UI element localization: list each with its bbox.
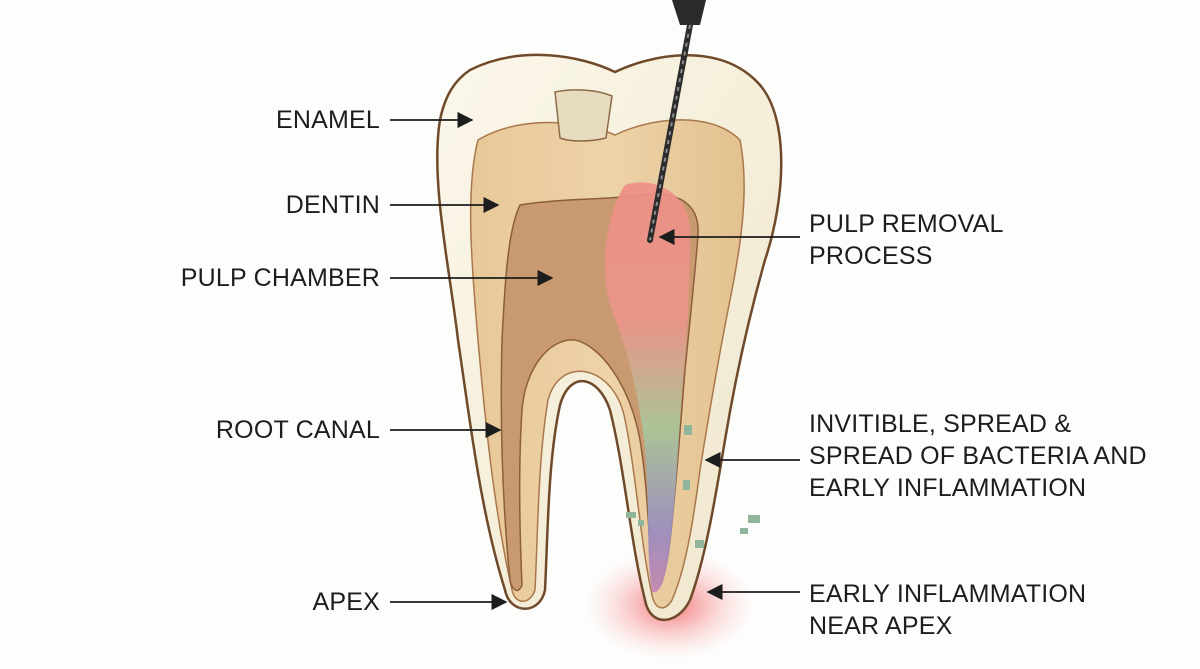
bacteria-specks xyxy=(626,425,760,548)
label-bacteria-line1: INVITIBLE, SPREAD & xyxy=(809,410,1072,438)
pointer-arrows xyxy=(390,111,800,611)
label-pulp-removal-line1: PULP REMOVAL xyxy=(809,210,1004,238)
label-enamel: ENAMEL xyxy=(275,106,380,134)
label-apex-inflammation: EARLY INFLAMMATION NEAR APEX xyxy=(809,578,1086,642)
infected-pulp xyxy=(605,182,690,593)
label-dentin: DENTIN xyxy=(285,191,380,219)
label-apex-inflammation-line2: NEAR APEX xyxy=(809,612,953,640)
label-root-canal: ROOT CANAL xyxy=(215,416,380,444)
label-bacteria-line3: EARLY INFLAMMATION xyxy=(809,474,1087,502)
endodontic-file xyxy=(647,0,706,243)
label-bacteria-spread: INVITIBLE, SPREAD & SPREAD OF BACTERIA A… xyxy=(809,408,1147,504)
label-pulp-chamber: PULP CHAMBER xyxy=(180,264,380,292)
label-apex: APEX xyxy=(312,588,380,616)
label-apex-inflammation-line1: EARLY INFLAMMATION xyxy=(809,580,1087,608)
label-pulp-removal: PULP REMOVAL PROCESS xyxy=(809,208,1004,272)
cavity-access xyxy=(554,89,613,142)
label-pulp-removal-line2: PROCESS xyxy=(809,242,933,270)
label-bacteria-line2: SPREAD OF BACTERIA AND xyxy=(809,442,1147,470)
